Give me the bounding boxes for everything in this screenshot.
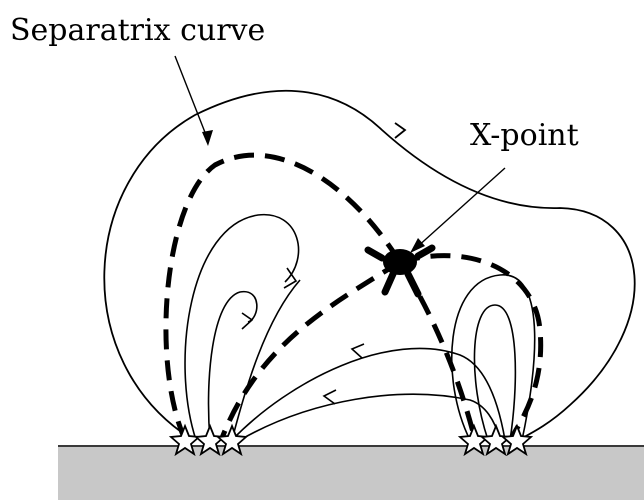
arrowhead-sheared-2 (352, 344, 364, 358)
ground-surface (58, 446, 644, 500)
x-point-marker (368, 248, 432, 294)
separatrix-curve (166, 155, 475, 440)
separatrix-pointer (175, 56, 213, 146)
arrowhead-inner-left-small (242, 313, 252, 329)
arrowhead-outer-line (395, 123, 405, 138)
separatrix-curve-label: Separatrix curve (10, 13, 265, 48)
arrowhead-sheared-3 (324, 390, 336, 404)
separatrix-curve-inner (222, 262, 400, 438)
x-point-label: X-point (470, 118, 579, 153)
x-point-pointer (410, 168, 505, 253)
